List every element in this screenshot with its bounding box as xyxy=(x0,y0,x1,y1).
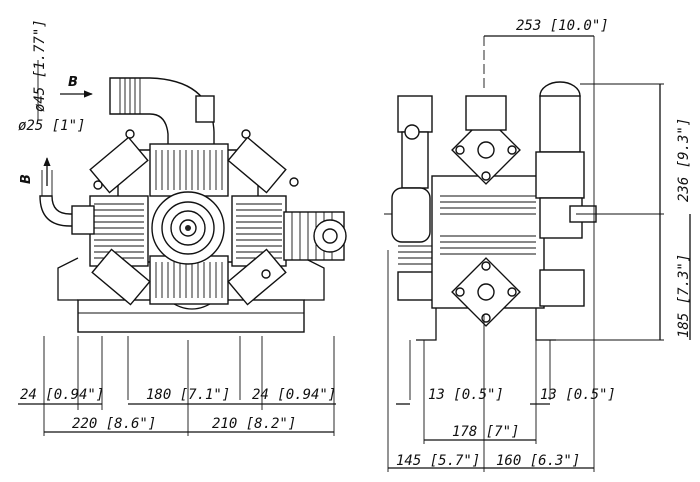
port-b-top-label: B xyxy=(68,75,78,90)
front-right-foot xyxy=(303,257,325,301)
side-outlet-head xyxy=(397,95,433,133)
dim-253: 253 [10.0"] xyxy=(516,18,609,34)
left-cylinder xyxy=(89,195,149,267)
dim-145: 145 [5.7"] xyxy=(396,453,480,469)
dim-236: 236 [9.3"] xyxy=(676,118,692,202)
dim-180: 180 [7.1"] xyxy=(146,387,230,403)
dim-24-right: 24 [0.94"] xyxy=(252,387,336,403)
side-right-column xyxy=(539,95,581,153)
dim-220: 220 [8.6"] xyxy=(72,416,156,432)
dim-13-left: 13 [0.5"] xyxy=(428,387,504,403)
outlet-cap xyxy=(195,95,215,123)
inlet-fitting xyxy=(71,205,95,235)
side-left-column xyxy=(401,131,429,189)
front-left-foot xyxy=(57,257,79,301)
dim-24-left: 24 [0.94"] xyxy=(20,387,104,403)
dim-13-right: 13 [0.5"] xyxy=(540,387,616,403)
valve-bottom-left xyxy=(91,248,151,306)
dim-210: 210 [8.2"] xyxy=(212,416,296,432)
dim-d45: ø45 [1.77"] xyxy=(32,19,48,112)
right-cylinder xyxy=(231,195,287,267)
front-base-plate xyxy=(77,299,305,333)
front-view: B B ø45 [1.77"] ø25 [1"] 24 [0.94"] 180 … xyxy=(18,19,347,436)
side-left-inlet xyxy=(391,187,431,243)
side-view: 253 [10.0"] 236 [9.3"] 185 [7.3"] 13 [0.… xyxy=(384,18,692,472)
port-b-left-label: B xyxy=(19,174,34,184)
dim-160: 160 [6.3"] xyxy=(496,453,580,469)
valve-bottom-right xyxy=(227,248,287,306)
outlet-elbow-pipe xyxy=(109,77,215,151)
side-right-head xyxy=(535,151,585,199)
side-right-lower xyxy=(539,269,585,307)
dim-185: 185 [7.3"] xyxy=(676,254,692,338)
valve-top-right xyxy=(227,136,287,194)
dim-178: 178 [7"] xyxy=(452,424,519,440)
side-right-foot xyxy=(535,308,556,341)
side-top-fitting xyxy=(465,95,507,131)
dim-d25: ø25 [1"] xyxy=(18,118,85,134)
side-left-foot xyxy=(416,308,437,341)
